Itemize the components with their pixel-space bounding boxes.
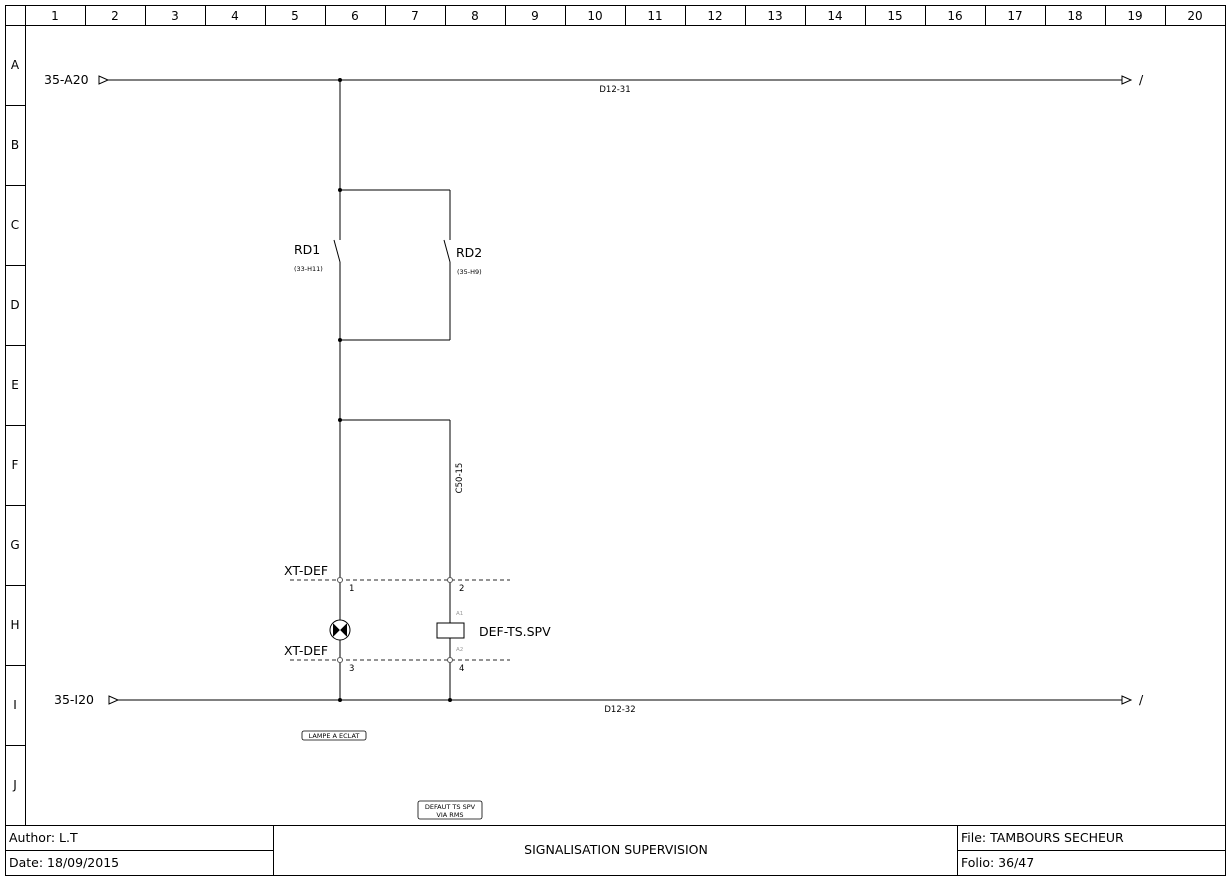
terminal-2 — [447, 577, 453, 583]
rd2-contact: RD2 (35-H9) — [443, 239, 482, 276]
rd1-label: RD1 — [294, 242, 320, 257]
rd2-reference: (35-H9) — [457, 268, 482, 276]
column-number: 5 — [291, 9, 299, 23]
row-letter: D — [10, 298, 19, 312]
terminal-4 — [447, 657, 453, 663]
column-number: 3 — [171, 9, 179, 23]
sheet-border — [5, 5, 1226, 876]
top-source-arrow-icon — [98, 75, 110, 85]
bottom-source-arrow-icon — [108, 695, 120, 705]
column-number: 17 — [1007, 9, 1022, 23]
column-number: 6 — [351, 9, 359, 23]
author-field: Author: L.T — [9, 830, 78, 845]
lamp-tag: LAMPE A ECLAT — [301, 730, 367, 741]
svg-text:LAMPE A ECLAT: LAMPE A ECLAT — [309, 732, 360, 740]
row-grid: A B C D E F G H I J — [5, 58, 26, 792]
column-number: 12 — [707, 9, 722, 23]
terminal-3 — [337, 657, 343, 663]
column-number: 16 — [947, 9, 962, 23]
relay-label: DEF-TS.SPV — [479, 624, 551, 639]
row-letter: E — [11, 378, 19, 392]
column-number: 13 — [767, 9, 782, 23]
branch-wire-label: C50-15 — [455, 463, 465, 494]
row-letter: I — [13, 698, 17, 712]
row-letter: B — [11, 138, 19, 152]
sheet-title: SIGNALISATION SUPERVISION — [524, 842, 708, 857]
bottom-source-label: 35-I20 — [54, 692, 94, 707]
row-letter: C — [11, 218, 19, 232]
terminal-3-label: 3 — [349, 664, 354, 674]
column-number: 9 — [531, 9, 539, 23]
top-source-label: 35-A20 — [44, 72, 89, 87]
terminal-1 — [337, 577, 343, 583]
top-end-arrow-icon — [1121, 75, 1133, 85]
terminal-bottom-label: XT-DEF — [284, 643, 328, 658]
row-letter: J — [12, 778, 17, 792]
terminal-strip-bottom: XT-DEF 3 4 — [284, 643, 510, 674]
column-number: 19 — [1127, 9, 1142, 23]
bottom-end-arrow-icon — [1121, 695, 1133, 705]
rd2-label: RD2 — [456, 245, 482, 260]
file-field: File: TAMBOURS SECHEUR — [961, 830, 1124, 845]
top-wire-label: D12-31 — [599, 85, 630, 95]
junction-dots — [338, 78, 452, 702]
row-letter: A — [11, 58, 20, 72]
column-number: 1 — [51, 9, 59, 23]
column-number: 14 — [827, 9, 842, 23]
column-number: 10 — [587, 9, 602, 23]
column-number: 7 — [411, 9, 419, 23]
terminal-2-label: 2 — [459, 584, 464, 594]
terminal-1-label: 1 — [349, 584, 354, 594]
column-number: 20 — [1187, 9, 1202, 23]
lamp-symbol — [329, 619, 351, 641]
bottom-rail: 35-I20 / D12-32 — [54, 692, 1144, 715]
rd1-contact: RD1 (33-H11) — [294, 239, 341, 273]
row-letter: G — [10, 538, 19, 552]
column-number: 4 — [231, 9, 239, 23]
bottom-wire-label: D12-32 — [604, 705, 635, 715]
rd1-reference: (33-H11) — [294, 265, 323, 273]
column-number: 2 — [111, 9, 119, 23]
top-end-label: / — [1139, 72, 1144, 87]
relay-pin-a1: A1 — [456, 611, 463, 617]
column-number: 11 — [647, 9, 662, 23]
row-letter: F — [12, 458, 19, 472]
svg-text:VIA RMS: VIA RMS — [436, 811, 463, 819]
relay-pin-a2: A2 — [456, 647, 463, 653]
conductors — [339, 80, 451, 700]
row-letter: H — [10, 618, 19, 632]
top-rail: 35-A20 / D12-31 — [44, 72, 1144, 95]
title-block: Author: L.T Date: 18/09/2015 SIGNALISATI… — [5, 825, 1226, 876]
date-field: Date: 18/09/2015 — [9, 855, 119, 870]
terminal-4-label: 4 — [459, 664, 464, 674]
folio-field: Folio: 36/47 — [961, 855, 1034, 870]
terminal-strip-top: XT-DEF 1 2 — [284, 563, 510, 594]
bottom-end-label: / — [1139, 692, 1144, 707]
column-number: 15 — [887, 9, 902, 23]
column-number: 18 — [1067, 9, 1082, 23]
column-number: 8 — [471, 9, 479, 23]
relay-tag: DEFAUT TS SPV VIA RMS — [417, 800, 483, 820]
svg-text:DEFAUT TS SPV: DEFAUT TS SPV — [425, 803, 476, 811]
terminal-top-label: XT-DEF — [284, 563, 328, 578]
relay-coil: A1 A2 DEF-TS.SPV — [436, 611, 551, 653]
